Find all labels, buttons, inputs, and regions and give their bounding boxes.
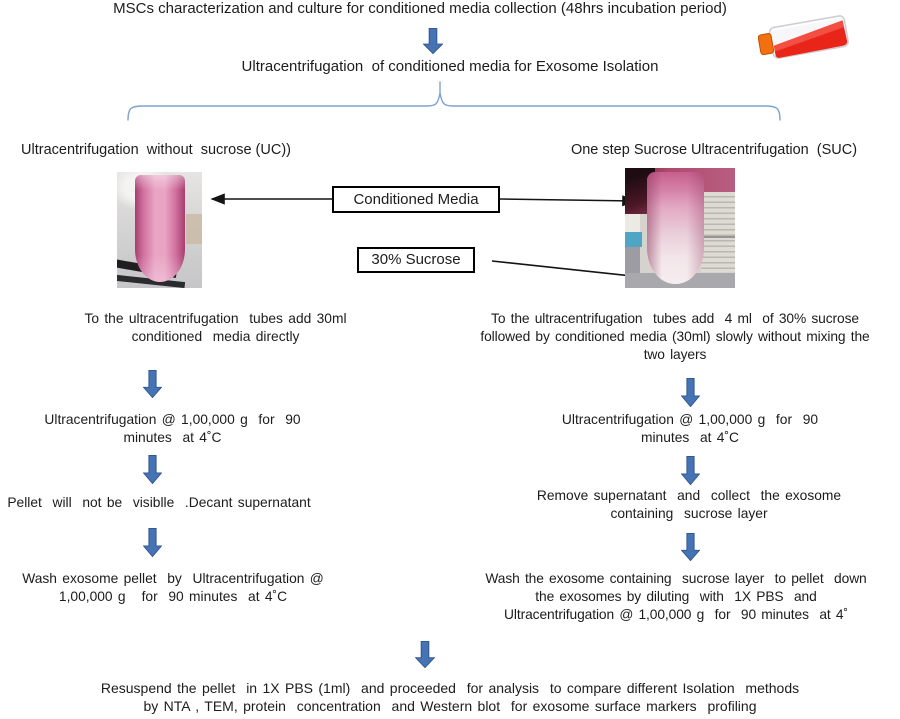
uc-tube-photo [117,172,202,288]
uc-step-3: Pellet will not be visiblle .Decant supe… [7,495,311,510]
page-title: MSCs characterization and culture for co… [113,0,727,17]
suc-step-4: Wash the exosome containing sucrose laye… [485,571,867,622]
photo-background [625,232,642,247]
block-down-arrow-icon [681,533,700,561]
block-down-arrow-icon [143,370,162,398]
block-down-arrow-icon [681,456,700,485]
split-brace [127,92,781,121]
photo-background [186,214,202,244]
uc-step-1: To the ultracentrifugation tubes add 30m… [84,311,347,344]
conditioned-media-box: Conditioned Media [332,186,500,213]
label-papers [701,192,735,272]
final-step: Resuspend the pellet in 1X PBS (1ml) and… [100,680,800,714]
photo-background [625,214,640,232]
block-down-arrow-icon [681,378,700,407]
right-branch-label: One step Sucrose Ultracentrifugation (SU… [570,142,858,158]
block-down-arrow-icon [415,641,435,668]
uc-tube [135,175,185,282]
suc-step-2: Ultracentrifugation @ 1,00,000 g for 90 … [561,412,819,445]
block-down-arrow-icon [423,28,443,54]
uc-step-2: Ultracentrifugation @ 1,00,000 g for 90 … [44,412,301,445]
block-down-arrow-icon [143,455,162,484]
uc-step-4: Wash exosome pellet by Ultracentrifugati… [22,571,324,604]
sucrose-box: 30% Sucrose [357,247,475,273]
subtitle: Ultracentrifugation of conditioned media… [241,58,659,75]
culture-flask-icon [757,10,854,66]
suc-step-1: To the ultracentrifugation tubes add 4 m… [480,311,870,362]
suc-tube [647,172,704,284]
left-branch-label: Ultracentrifugation without sucrose (UC)… [21,142,291,158]
block-down-arrow-icon [143,528,162,557]
suc-tube-photo [625,168,735,288]
conditioned-media-right-arrow [499,195,637,207]
sucrose-right-arrow [491,260,643,282]
suc-step-3: Remove supernatant and collect the exoso… [536,488,842,521]
